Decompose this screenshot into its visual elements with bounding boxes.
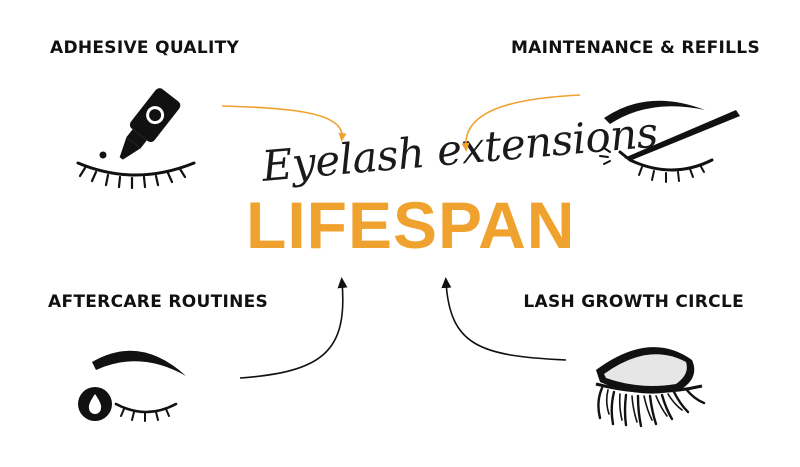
tweezers-eye-icon (599, 100, 740, 183)
label-adhesive-quality: ADHESIVE QUALITY (50, 38, 240, 58)
title-main: LIFESPAN (246, 188, 576, 262)
lash-eye-icon (595, 347, 706, 428)
arrow-growth (441, 277, 567, 361)
arrow-maintenance (461, 94, 581, 152)
label-maintenance-refills: MAINTENANCE & REFILLS (510, 38, 760, 58)
arrow-adhesive (221, 105, 347, 142)
label-lash-growth-circle: LASH GROWTH CIRCLE (523, 292, 744, 312)
glue-bottle-eye-icon (76, 88, 196, 190)
arrow-aftercare (239, 277, 348, 379)
water-drop-eye-icon (78, 350, 186, 422)
label-aftercare-routines: AFTERCARE ROUTINES (48, 292, 269, 312)
